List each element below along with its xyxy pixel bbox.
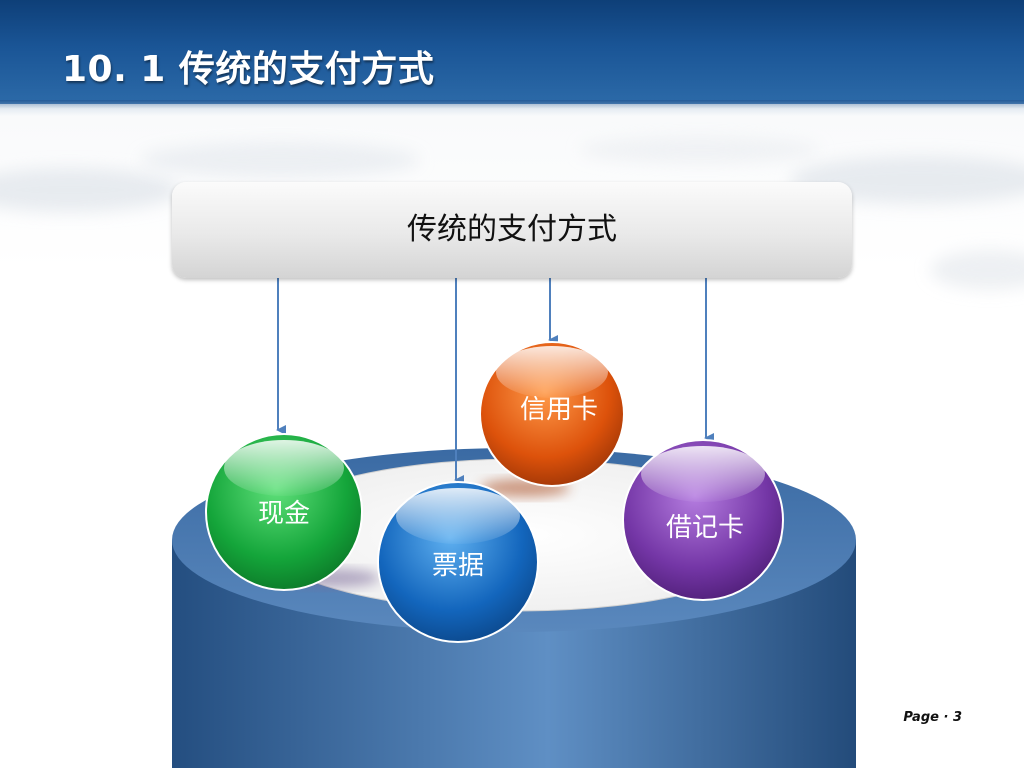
node-label-bill: 票据 bbox=[431, 551, 484, 581]
node-label-cash: 现金 bbox=[257, 499, 310, 529]
header-bar bbox=[0, 0, 1024, 104]
node-label-debit-card: 借记卡 bbox=[665, 513, 744, 543]
node-bill bbox=[377, 481, 539, 643]
connectors bbox=[276, 278, 714, 485]
root-label: 传统的支付方式 bbox=[407, 212, 617, 247]
node-label-credit-card: 信用卡 bbox=[519, 395, 598, 425]
node-debit-card bbox=[622, 439, 784, 601]
node-cash bbox=[205, 433, 363, 591]
page-number: Page · 3 bbox=[903, 710, 962, 725]
node-credit-card bbox=[479, 341, 625, 487]
background-clouds bbox=[0, 136, 1024, 290]
slide-title: 10. 1 传统的支付方式 bbox=[62, 49, 435, 90]
header-shine bbox=[0, 100, 1024, 116]
root-box: 传统的支付方式 bbox=[172, 182, 852, 278]
